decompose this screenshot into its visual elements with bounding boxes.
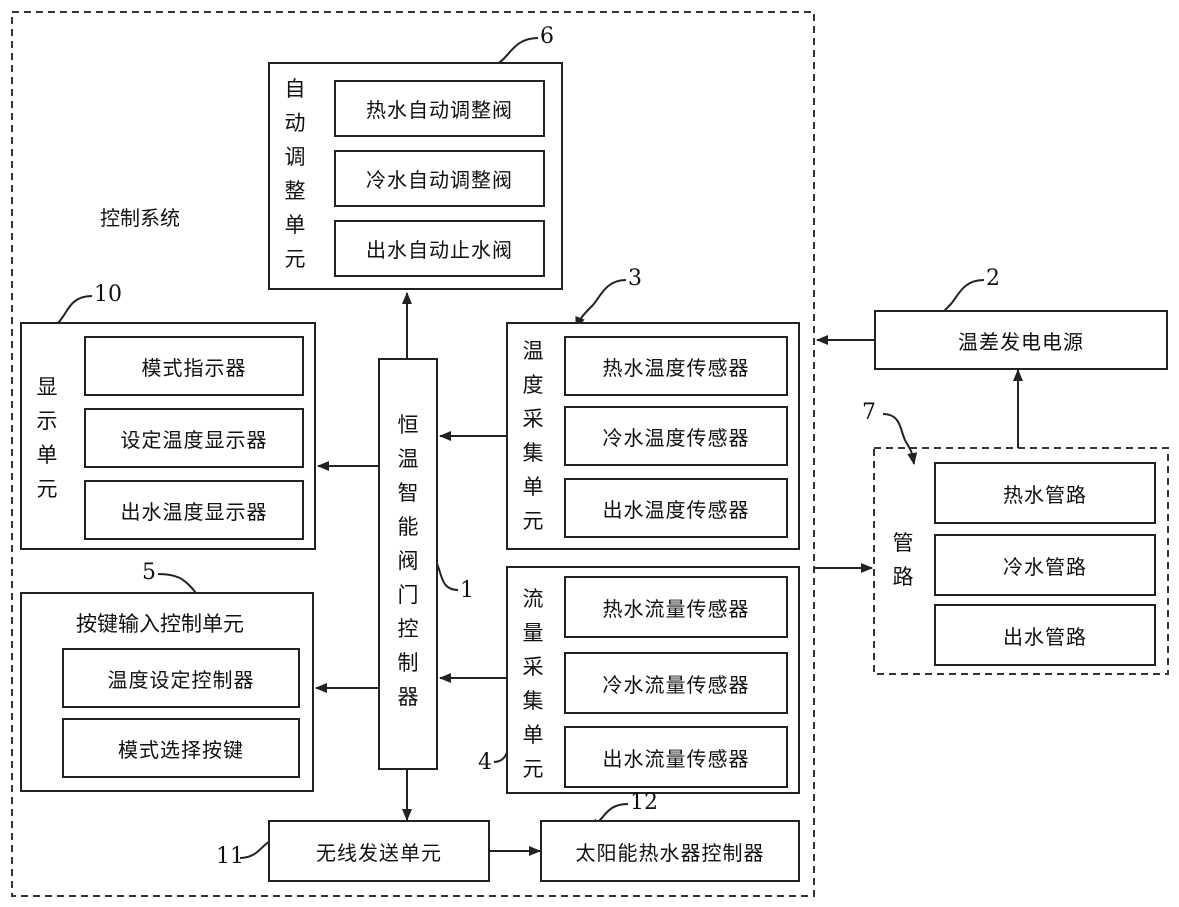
- ref-number-5: 5: [142, 560, 156, 585]
- outlet-temp-sensor: 出水温度传感器: [564, 478, 788, 538]
- temp-collection-unit-label: 温 度 采 集 单 元: [522, 339, 544, 533]
- ref-number-1: 1: [460, 578, 474, 603]
- mode-indicator: 模式指示器: [84, 336, 304, 396]
- hot-water-auto-valve: 热水自动调整阀: [334, 80, 545, 137]
- outlet-flow-sensor: 出水流量传感器: [564, 726, 788, 788]
- hot-water-flow-sensor: 热水流量传感器: [564, 576, 788, 638]
- ref-number-4: 4: [478, 750, 492, 775]
- mode-select-key: 模式选择按键: [62, 718, 300, 778]
- ref-number-7: 7: [862, 400, 876, 425]
- ref-number-6: 6: [540, 24, 554, 49]
- cold-water-flow-sensor: 冷水流量传感器: [564, 652, 788, 714]
- ref-number-2: 2: [986, 266, 1000, 291]
- display-unit-label: 显 示 单 元: [36, 375, 58, 501]
- thermostatic-valve-controller: 恒 温 智 能 阀 门 控 制 器: [378, 358, 438, 770]
- ref-number-10: 10: [94, 282, 122, 307]
- controller-label: 恒 温 智 能 阀 门 控 制 器: [397, 413, 419, 709]
- auto-adjust-unit: 自 动 调 整 单 元 热水自动调整阀 冷水自动调整阀 出水自动止水阀: [268, 62, 563, 290]
- display-unit: 显 示 单 元 模式指示器 设定温度显示器 出水温度显示器: [20, 322, 316, 550]
- cold-water-pipe: 冷水管路: [934, 534, 1156, 596]
- auto-adjust-unit-label: 自 动 调 整 单 元: [284, 77, 306, 271]
- key-input-control-unit: 按键输入控制单元 温度设定控制器 模式选择按键: [20, 592, 314, 792]
- flow-collection-unit: 流 量 采 集 单 元 热水流量传感器 冷水流量传感器 出水流量传感器: [506, 566, 800, 794]
- solar-heater-controller: 太阳能热水器控制器: [540, 820, 800, 882]
- control-system-boundary: [11, 11, 815, 897]
- wireless-sending-unit: 无线发送单元: [268, 820, 490, 882]
- control-system-label: 控制系统: [100, 206, 180, 230]
- hot-water-temp-sensor: 热水温度传感器: [564, 336, 788, 396]
- ref-number-12: 12: [630, 790, 658, 815]
- temp-collection-unit: 温 度 采 集 单 元 热水温度传感器 冷水温度传感器 出水温度传感器: [506, 322, 800, 550]
- thermoelectric-power-source: 温差发电电源: [874, 310, 1168, 370]
- key-input-unit-label: 按键输入控制单元: [76, 612, 244, 636]
- ref-number-11: 11: [216, 844, 244, 869]
- outlet-temp-display: 出水温度显示器: [84, 480, 304, 540]
- pipes-boundary: [873, 447, 1169, 675]
- set-temp-display: 设定温度显示器: [84, 408, 304, 468]
- leader-7: [882, 413, 918, 465]
- ref-number-3: 3: [628, 266, 642, 291]
- cold-water-temp-sensor: 冷水温度传感器: [564, 406, 788, 466]
- cold-water-auto-valve: 冷水自动调整阀: [334, 150, 545, 207]
- hot-water-pipe: 热水管路: [934, 462, 1156, 524]
- flow-collection-unit-label: 流 量 采 集 单 元: [522, 587, 544, 781]
- temp-setting-controller: 温度设定控制器: [62, 648, 300, 708]
- outlet-auto-stop-valve: 出水自动止水阀: [334, 220, 545, 277]
- pipes-label: 管 路: [892, 531, 914, 589]
- leader-3: [575, 279, 627, 329]
- outlet-water-pipe: 出水管路: [934, 604, 1156, 666]
